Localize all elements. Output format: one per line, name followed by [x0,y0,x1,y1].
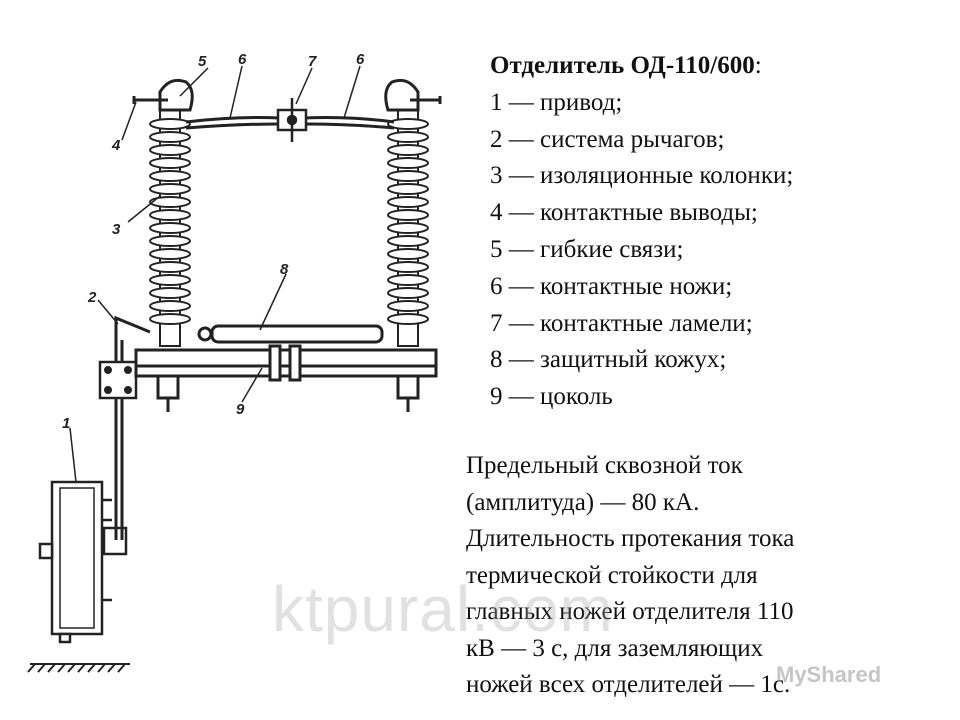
insulator-disc [149,287,191,299]
separator-diagram: 5 6 7 6 4 3 8 2 9 1 [27,51,442,673]
ground-hatch [27,663,130,673]
insulator-disc [387,209,429,221]
legend-item: 7 — контактные ламели; [490,309,753,337]
legend-item: 2 — система рычагов; [490,125,725,153]
insulator-disc [387,183,429,195]
spec-line: (амплитуда) — 80 кА. [466,488,700,516]
myshared-logo: MyShared [776,662,882,687]
protective-casing [197,324,384,344]
insulator-disc [387,261,429,273]
callout-7: 7 [308,53,317,70]
insulator-disc [149,118,191,130]
insulator-disc [387,313,429,325]
spec-line: кВ — 3 с, для заземляющих [466,634,764,662]
legend-item: 5 — гибкие связи; [490,235,684,263]
insulator-disc [149,248,191,260]
insulator-disc [387,235,429,247]
spec-line: главных ножей отделителя 110 [466,598,794,625]
callout-labels: 5 6 7 6 4 3 8 2 9 1 [62,51,365,432]
insulator-disc [149,313,191,325]
legend-title-row: Отделитель ОД-110/600: [490,48,950,85]
insulator-disc [149,170,191,182]
callout-6-right: 6 [356,51,365,68]
legend-item: 9 — цоколь [490,383,613,411]
legend-item: 4 — контактные выводы; [490,199,758,227]
callout-8: 8 [280,261,289,278]
leader-lines [69,65,361,483]
callout-2: 2 [87,289,97,306]
legend-item: 1 — привод; [490,88,623,116]
insulator-disc [387,144,429,156]
insulator-disc [387,222,429,234]
spec-line: ножей всех отделителей — 1с. [466,671,791,698]
insulator-disc [149,196,191,208]
legend-item: 3 — изоляционные колонки; [490,162,794,190]
spec-line: Предельный сквозной ток [466,452,743,479]
insulator-disc [387,300,429,312]
insulator-disc [149,209,191,221]
insulator-disc [387,170,429,182]
contact-lamellae [276,98,308,142]
lever-system [98,315,151,540]
insulator-disc [149,222,191,234]
drive-cabinet [38,480,128,644]
callout-9: 9 [236,401,245,418]
insulator-disc [149,183,191,195]
insulator-disc [387,157,429,169]
insulator-disc [149,261,191,273]
insulator-disc [387,274,429,286]
spec-line: Длительность протекания тока [466,525,795,552]
insulator-disc [387,131,429,143]
insulator-disc [149,300,191,312]
contact-knives [185,116,395,130]
insulator-disc [387,196,429,208]
callout-5: 5 [198,53,207,70]
legend: Отделитель ОД-110/600: 1 — привод; 2 — с… [490,48,950,416]
insulator-disc [149,157,191,169]
callout-4: 4 [111,137,121,154]
insulator-disc [387,118,429,130]
insulator-column-right [387,109,429,347]
insulator-disc [149,235,191,247]
legend-item: 8 — защитный кожух; [490,346,727,374]
contact-terminal-left [132,78,194,112]
callout-6-left: 6 [238,51,247,68]
callout-3: 3 [112,221,121,238]
insulator-disc [149,144,191,156]
contact-terminal-right [384,78,442,112]
legend-title: Отделитель ОД-110/600 [490,52,755,79]
insulator-column-left [149,109,191,347]
insulator-disc [149,274,191,286]
specifications-text: Предельный сквозной ток (амплитуда) — 80… [466,448,946,704]
insulator-disc [149,131,191,143]
legend-item: 6 — контактные ножи; [490,272,733,300]
base-frame [134,344,438,412]
spec-line: термической стойкости для [466,561,758,589]
insulator-disc [387,248,429,260]
insulator-disc [387,287,429,299]
callout-1: 1 [62,415,70,432]
legend-title-suffix: : [754,52,762,79]
